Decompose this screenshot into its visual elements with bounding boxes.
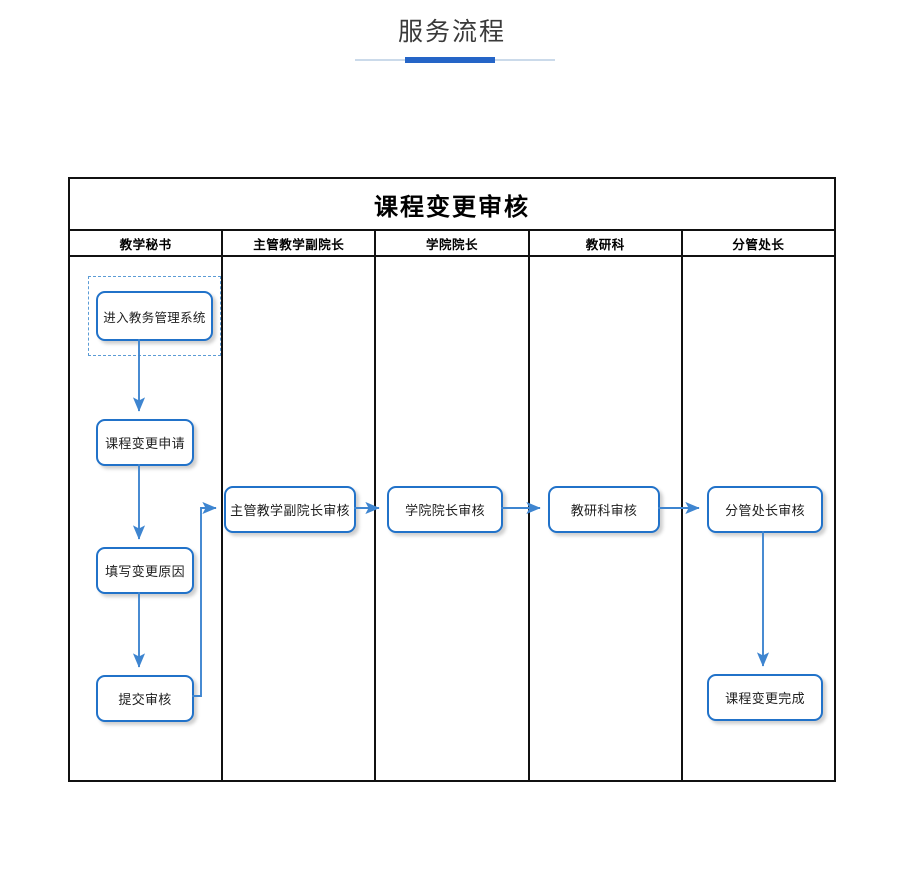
node-section-review[interactable]: 教研科审核 [548, 486, 660, 533]
node-change-complete-label: 课程变更完成 [725, 691, 805, 706]
node-change-complete[interactable]: 课程变更完成 [707, 674, 823, 721]
node-dean-review-label: 学院院长审核 [405, 503, 485, 518]
lane-header-vice-dean: 主管教学副院长 [223, 231, 377, 255]
node-director-review-label: 分管处长审核 [725, 503, 805, 518]
node-fill-reason-label: 填写变更原因 [105, 564, 185, 579]
flow-table-header-row: 教学秘书 主管教学副院长 学院院长 教研科 分管处长 [70, 231, 834, 257]
node-change-request-label: 课程变更申请 [105, 436, 185, 451]
title-divider-accent [405, 57, 495, 63]
node-change-request[interactable]: 课程变更申请 [96, 419, 194, 466]
lane-header-teaching-secretary: 教学秘书 [70, 231, 224, 255]
lane-header-division-director: 分管处长 [732, 237, 785, 252]
node-enter-system[interactable]: 进入教务管理系统 [96, 291, 213, 341]
node-vice-dean-review[interactable]: 主管教学副院长审核 [224, 486, 356, 533]
node-submit-review-label: 提交审核 [118, 692, 172, 707]
node-vice-dean-review-label: 主管教学副院长审核 [230, 503, 350, 518]
page-title: 服务流程 [397, 18, 506, 46]
lane-dean [376, 257, 530, 780]
page-header: 服务流程 [0, 0, 904, 90]
lane-vice-dean [223, 257, 377, 780]
selection-marquee [88, 276, 221, 356]
lane-teaching-secretary [70, 257, 224, 780]
lane-header-teaching-research-section: 教研科 [530, 231, 683, 255]
node-section-review-label: 教研科审核 [570, 503, 638, 518]
node-enter-system-label: 进入教务管理系统 [103, 310, 206, 325]
flow-table-title: 课程变更审核 [374, 193, 530, 221]
process-flow-table: 课程变更审核 教学秘书 主管教学副院长 学院院长 教研科 分管处长 进入教务管理… [68, 177, 836, 782]
node-dean-review[interactable]: 学院院长审核 [387, 486, 503, 533]
node-submit-review[interactable]: 提交审核 [96, 675, 194, 722]
flow-table-body [70, 257, 834, 780]
lane-header-dean: 学院院长 [376, 231, 530, 255]
lane-teaching-research-section [530, 257, 683, 780]
node-fill-reason[interactable]: 填写变更原因 [96, 547, 194, 594]
flow-table-title-row: 课程变更审核 [70, 179, 834, 231]
node-director-review[interactable]: 分管处长审核 [707, 486, 823, 533]
